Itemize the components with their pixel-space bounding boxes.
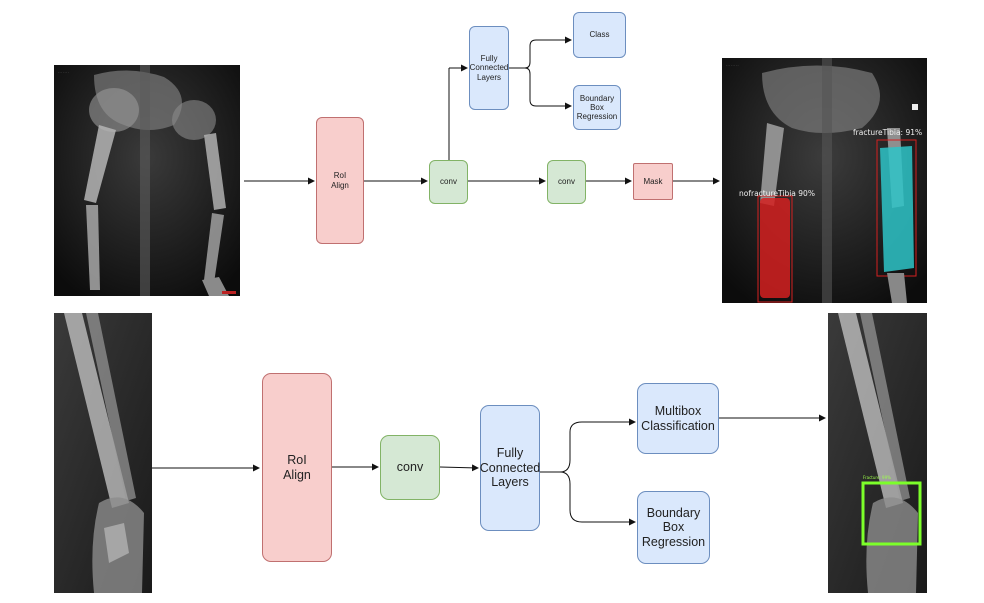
bottom-roi-align-node: RoI Align — [262, 373, 332, 562]
fracture-tibia-label: fractureTibia: 91% — [853, 128, 923, 137]
bottom-multibox-classification-node: Multibox Classification — [637, 383, 719, 454]
bottom-conv-node: conv — [380, 435, 440, 500]
bottom-bbox-regression-node: Boundary Box Regression — [637, 491, 710, 564]
top-mask-node: Mask — [633, 163, 673, 200]
output-xray-detection: Fracture: 99% — [828, 313, 927, 593]
no-fracture-tibia-label: nofractureTibia 90% — [739, 189, 815, 198]
input-xray-hindlimb: . . . . . . . — [54, 65, 240, 296]
top-class-node: Class — [573, 12, 626, 58]
svg-text:. . . . . . . .: . . . . . . . . — [726, 63, 739, 67]
top-fc-layers-node: Fully Connected Layers — [469, 26, 509, 110]
fracture-detection-label: Fracture: 99% — [863, 475, 891, 480]
bottom-fc-layers-node: Fully Connected Layers — [480, 405, 540, 531]
top-bbox-regression-node: Boundary Box Regression — [573, 85, 621, 130]
top-conv-2-node: conv — [547, 160, 586, 204]
svg-text:. . . . . . .: . . . . . . . — [58, 70, 69, 74]
top-conv-1-node: conv — [429, 160, 468, 204]
top-roi-align-node: RoI Align — [316, 117, 364, 244]
input-xray-forelimb — [54, 313, 152, 593]
output-xray-segmentation: . . . . . . . . nofractureTibia 90% frac… — [722, 58, 927, 303]
